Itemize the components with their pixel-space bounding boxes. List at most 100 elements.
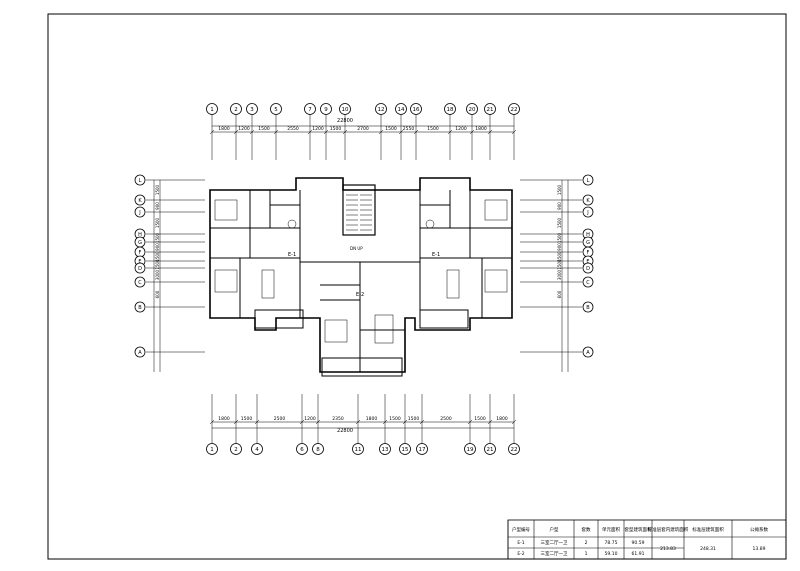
axis-bubble-side: J	[520, 206, 594, 218]
table-header-cell: 标准层套内建筑面积	[648, 526, 689, 533]
axis-bubble-bottom: 22	[508, 394, 520, 455]
axis-bubble-side: K	[134, 194, 205, 206]
overall-dimension-top: 22800	[337, 118, 353, 124]
stair-core	[342, 184, 376, 236]
axis-bubble-bottom: 2	[230, 394, 242, 455]
axis-label: 15	[402, 447, 409, 453]
axis-bubble-side: K	[520, 194, 594, 206]
axis-bubble-bottom: 13	[379, 394, 391, 455]
dimension-label: 3000	[155, 269, 160, 280]
axis-label: 9	[324, 107, 328, 113]
bed-left-bottom	[214, 269, 238, 293]
axis-label: 5	[274, 107, 278, 113]
dimension-label: 1500	[155, 184, 160, 195]
partitions-center-unit	[300, 261, 420, 372]
dimension-label: 1500	[385, 126, 397, 132]
sofa-center	[374, 314, 394, 344]
axis-bubble-top: 10	[339, 103, 351, 160]
sofa-right	[446, 269, 460, 299]
area-schedule-table: 户型编号户型套数单元面积套型建筑面积标准层套内建筑面积标准层建筑面积公摊系数E-…	[507, 519, 787, 560]
axis-label: 16	[413, 107, 420, 113]
floor-plan	[209, 177, 513, 377]
axis-bubble-side: L	[520, 174, 594, 186]
axis-bubble-side: A	[520, 346, 594, 358]
overall-dimension-bottom: 22800	[337, 428, 353, 434]
axis-label: 3	[250, 107, 254, 113]
axis-bubble-top: 9	[320, 103, 332, 160]
axis-bubble-side: F	[520, 246, 594, 258]
dimension-label: 900	[155, 202, 160, 210]
axis-label: 18	[447, 107, 454, 113]
axis-bubble-top: 20	[466, 103, 478, 160]
table-header-cell: 户型编号	[512, 526, 530, 533]
axis-bubble-bottom: 8	[312, 394, 324, 455]
axis-bubble-side: H	[134, 228, 205, 240]
table-header-cell: 标准层建筑面积	[692, 526, 724, 533]
dimension-label: 1500	[155, 217, 160, 228]
axis-label: L	[587, 178, 590, 184]
partitions-left-unit	[210, 190, 301, 318]
axis-bubble-bottom: 17	[416, 394, 428, 455]
axis-label: A	[138, 350, 142, 356]
axis-bubble-top: 16	[410, 103, 422, 160]
bed-center	[324, 319, 348, 343]
axis-label: C	[586, 280, 590, 286]
axis-label: B	[586, 305, 590, 311]
dimension-label: 1500	[330, 126, 342, 132]
axis-bubble-bottom: 15	[399, 394, 411, 455]
dimension-label: 1500	[241, 416, 253, 422]
dimension-label: 1200	[304, 416, 316, 422]
axis-bubble-top: 14	[395, 103, 407, 160]
axis-label: 17	[419, 447, 426, 453]
axis-label: 2	[234, 447, 238, 453]
axis-bubble-side: D	[134, 262, 205, 274]
dimension-label: 1800	[475, 126, 487, 132]
axis-label: 1	[210, 447, 214, 453]
table-cell: 61.91	[632, 551, 645, 557]
dimension-label: 1200	[455, 126, 467, 132]
dimension-label: 900	[155, 243, 160, 251]
unit-label-right: E-1	[432, 252, 440, 258]
table-cell: 213.83	[660, 546, 676, 552]
table-header-cell: 公摊系数	[750, 526, 768, 533]
table-header-cell: 套型建筑面积	[625, 526, 652, 533]
table-header-cell: 套数	[582, 526, 591, 533]
axis-bubble-bottom: 6	[296, 394, 308, 455]
axis-label: 22	[511, 107, 518, 113]
axis-bubble-side: G	[134, 236, 205, 248]
axis-bubble-side: H	[520, 228, 594, 240]
axis-bubble-top: 7	[304, 103, 316, 160]
dimension-label: 1800	[496, 416, 508, 422]
axis-label: G	[586, 240, 590, 246]
dimension-label: 1200	[238, 126, 250, 132]
dimension-label: 1500	[557, 232, 562, 243]
bed-left-top	[214, 199, 238, 221]
dimension-label: 2500	[274, 416, 286, 422]
axis-label: F	[139, 250, 142, 256]
axis-label: 12	[378, 107, 385, 113]
table-header-cell: 户型	[550, 526, 559, 533]
axis-label: G	[138, 240, 142, 246]
axis-bubble-side: E	[134, 255, 205, 267]
axis-label: H	[586, 232, 590, 238]
table-cell: 1	[585, 551, 588, 557]
balcony-left	[254, 309, 304, 329]
table-header-cell: 单元面积	[602, 526, 620, 533]
table-cell: 三室二厅一卫	[541, 539, 568, 546]
axis-bubble-side: C	[520, 276, 594, 288]
sheet-border	[47, 13, 787, 560]
axis-bubble-side: A	[134, 346, 205, 358]
dimension-label: 1500	[474, 416, 486, 422]
axis-label: D	[586, 266, 590, 272]
table-cell: 三室二厅一卫	[541, 550, 568, 557]
dimension-label: 3000	[557, 269, 562, 280]
unit-label-center: E-2	[356, 292, 364, 298]
axis-bubble-top: 12	[375, 103, 387, 160]
axis-label: E	[586, 259, 589, 265]
axis-label: 11	[355, 447, 362, 453]
dimension-label: 2550	[403, 126, 415, 132]
axis-label: 8	[316, 447, 320, 453]
axis-label: 19	[467, 447, 474, 453]
